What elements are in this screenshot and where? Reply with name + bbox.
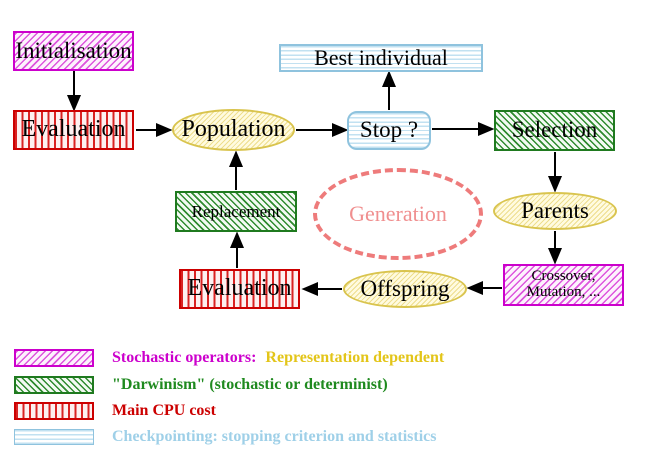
arrow-stop-to-selection <box>432 121 495 137</box>
arrow-initialisation-to-evaluation <box>66 71 82 112</box>
legend-row-stochastic-operators: Stochastic operators: Representation dep… <box>14 349 444 367</box>
arrow-replacement-to-population <box>228 150 244 190</box>
node-best-individual: Best individual <box>279 44 483 72</box>
arrow-selection-to-parents <box>547 152 563 193</box>
arrow-parents-to-crossover <box>547 231 563 265</box>
legend-swatch-cyan-stripes <box>14 429 94 445</box>
arrow-evaluation-to-population <box>136 122 173 138</box>
arrow-offspring-to-evaluation <box>301 281 342 297</box>
node-population: Population <box>172 109 295 151</box>
legend-row-main-cpu-cost: Main CPU cost <box>14 402 216 420</box>
legend-row-darwinism: "Darwinism" (stochastic or determinist) <box>14 376 388 394</box>
legend-swatch-red-stripes <box>14 402 94 420</box>
legend-label-representation-dependent: Representation dependent <box>265 349 445 366</box>
node-crossover-mutation: Crossover, Mutation, ... <box>503 264 624 306</box>
node-selection: Selection <box>494 110 615 151</box>
node-offspring: Offspring <box>343 270 467 308</box>
arrow-evaluation-to-replacement <box>229 231 245 268</box>
node-evaluation-top: Evaluation <box>13 110 134 150</box>
node-evaluation-bottom: Evaluation <box>179 269 300 309</box>
legend-label-darwinism: "Darwinism" (stochastic or determinist) <box>112 376 388 393</box>
node-initialisation: Initialisation <box>13 31 134 71</box>
crossover-label-line1: Crossover, <box>531 268 596 285</box>
generation-cycle-ellipse: Generation <box>313 168 483 260</box>
node-replacement: Replacement <box>175 191 297 232</box>
arrow-stop-to-best-individual <box>381 70 397 110</box>
legend-row-checkpointing: Checkpointing: stopping criterion and st… <box>14 428 436 446</box>
legend-swatch-magenta-hatch <box>14 349 94 367</box>
arrow-population-to-stop <box>296 122 349 138</box>
legend-label-checkpointing: Checkpointing: stopping criterion and st… <box>112 428 437 445</box>
legend-label-main-cpu-cost: Main CPU cost <box>112 402 216 419</box>
arrow-crossover-to-offspring <box>466 280 502 296</box>
legend-swatch-green-hatch <box>14 376 94 394</box>
legend-label-stochastic-operators: Stochastic operators: <box>112 349 257 366</box>
node-parents: Parents <box>493 192 617 230</box>
crossover-label-line2: Mutation, ... <box>526 284 601 300</box>
node-stop: Stop ? <box>347 111 431 150</box>
